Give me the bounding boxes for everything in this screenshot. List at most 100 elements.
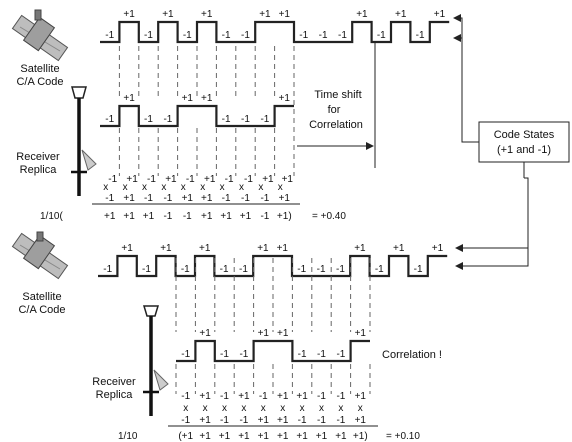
product-multiply: x bbox=[142, 182, 147, 193]
satellite-code-chip-label: +1 bbox=[279, 9, 291, 20]
product-replica-value: +1 bbox=[258, 415, 270, 426]
product-replica-value: +1 bbox=[199, 415, 211, 426]
top-sum-term: +1 bbox=[123, 211, 135, 222]
product-satellite-value: -1 bbox=[244, 174, 253, 185]
satellite-code-chip-label: +1 bbox=[356, 9, 368, 20]
bottom-sum-term: +1 bbox=[296, 431, 308, 442]
satellite-label: Satellite bbox=[22, 291, 61, 303]
satellite-code-chip-label: +1 bbox=[354, 243, 366, 254]
top-sum-term: -1 bbox=[260, 211, 269, 222]
replica-label: Replica bbox=[96, 389, 134, 401]
satellite-code-chip-label: +1 bbox=[395, 9, 407, 20]
top-sum-prefix: 1/10( bbox=[40, 211, 63, 222]
replica-code-chip-label: -1 bbox=[241, 114, 250, 125]
code-states-connectors bbox=[453, 14, 529, 270]
product-satellite-value: +1 bbox=[238, 391, 250, 402]
satellite-label: Satellite bbox=[20, 63, 59, 75]
product-multiply: x bbox=[181, 182, 186, 193]
product-replica-value: -1 bbox=[317, 415, 326, 426]
replica-code-chip-label: -1 bbox=[181, 349, 190, 360]
product-replica-value: -1 bbox=[105, 193, 114, 204]
satellite-code-chip-label: +1 bbox=[160, 243, 172, 254]
satellite-code-chip-label: +1 bbox=[434, 9, 446, 20]
satellite-code-chip-label: +1 bbox=[121, 243, 133, 254]
product-multiply: x bbox=[103, 182, 108, 193]
product-satellite-value: -1 bbox=[220, 391, 229, 402]
satellite-code-chip-label: -1 bbox=[222, 30, 231, 41]
receiver-label: Receiver bbox=[92, 376, 136, 388]
bottom-sum-term: +1 bbox=[316, 431, 328, 442]
product-multiply: x bbox=[203, 403, 208, 414]
correlation-found-label: Correlation ! bbox=[382, 349, 442, 361]
satellite-code-waveform bbox=[100, 20, 450, 44]
product-replica-value: -1 bbox=[298, 415, 307, 426]
satellite-icon bbox=[11, 231, 69, 280]
satellite-code-chip-label: -1 bbox=[183, 30, 192, 41]
satellite-code-chip-label: +1 bbox=[199, 243, 211, 254]
time-shift-label-for: for bbox=[328, 104, 341, 116]
product-multiply: x bbox=[261, 403, 266, 414]
receiver-antenna-icon bbox=[71, 86, 97, 196]
product-satellite-value: +1 bbox=[204, 174, 216, 185]
satellite-code-chip-label: -1 bbox=[144, 30, 153, 41]
satellite-code-chip-label: +1 bbox=[162, 9, 174, 20]
bottom-sum-term: +1) bbox=[353, 431, 368, 442]
product-replica-value: -1 bbox=[144, 193, 153, 204]
product-replica-value: -1 bbox=[260, 193, 269, 204]
replica-code-waveform bbox=[176, 339, 370, 363]
product-replica-value: +1 bbox=[201, 193, 213, 204]
satellite-code-chip-label: -1 bbox=[375, 264, 384, 275]
top-sum-term: +1 bbox=[240, 211, 252, 222]
replica-code-chip-label: +1 bbox=[182, 93, 194, 104]
product-satellite-value: +1 bbox=[282, 174, 294, 185]
product-satellite-value: -1 bbox=[317, 391, 326, 402]
receiver-antenna-icon bbox=[142, 305, 169, 416]
ca-code-label: C/A Code bbox=[16, 76, 63, 88]
replica-code-chip-label: -1 bbox=[260, 114, 269, 125]
product-satellite-value: +1 bbox=[262, 174, 274, 185]
bottom-sum-term: +1 bbox=[238, 431, 250, 442]
product-replica-value: +1 bbox=[279, 193, 291, 204]
product-replica-value: -1 bbox=[241, 193, 250, 204]
code-states-label: Code States bbox=[494, 129, 555, 141]
code-states-range: (+1 and -1) bbox=[497, 144, 551, 156]
replica-code-chip-label: +1 bbox=[258, 328, 270, 339]
product-replica-value: -1 bbox=[336, 415, 345, 426]
replica-code-chip-label: -1 bbox=[220, 349, 229, 360]
replica-code-chip-label: -1 bbox=[163, 114, 172, 125]
product-multiply: x bbox=[319, 403, 324, 414]
satellite-code-chip-label: -1 bbox=[142, 264, 151, 275]
product-multiply: x bbox=[258, 182, 263, 193]
satellite-code-chip-label: -1 bbox=[377, 30, 386, 41]
product-replica-value: -1 bbox=[222, 193, 231, 204]
product-satellite-value: +1 bbox=[199, 391, 211, 402]
satellite-icon bbox=[11, 9, 69, 62]
product-multiply: x bbox=[241, 403, 246, 414]
satellite-code-chip-label: -1 bbox=[181, 264, 190, 275]
product-satellite-value: +1 bbox=[165, 174, 177, 185]
satellite-code-chip-label: -1 bbox=[239, 264, 248, 275]
replica-code-waveform bbox=[100, 104, 294, 128]
satellite-code-chip-label: +1 bbox=[277, 243, 289, 254]
top-sum-term: -1 bbox=[163, 211, 172, 222]
receiver-label: Receiver bbox=[16, 151, 60, 163]
product-satellite-value: -1 bbox=[186, 174, 195, 185]
satellite-code-chip-label: +1 bbox=[123, 9, 135, 20]
satellite-code-chip-label: +1 bbox=[432, 243, 444, 254]
product-satellite-value: -1 bbox=[336, 391, 345, 402]
satellite-code-chip-label: -1 bbox=[416, 30, 425, 41]
top-sum-term: +1 bbox=[143, 211, 155, 222]
replica-code-chip-label: +1 bbox=[279, 93, 291, 104]
satellite-code-chip-label: -1 bbox=[414, 264, 423, 275]
product-satellite-value: +1 bbox=[126, 174, 138, 185]
product-satellite-value: -1 bbox=[259, 391, 268, 402]
bottom-sum-prefix: 1/10 bbox=[118, 431, 138, 442]
top-sum-term: -1 bbox=[183, 211, 192, 222]
waveform-layer: -1 +1 -1 +1 -1 +1 -1 -1 +1 +1 -1 -1 -1 +1 -1 +1 -1 +1 -1 +1… bbox=[40, 9, 450, 442]
code-states-box bbox=[478, 121, 570, 163]
product-replica-value: +1 bbox=[277, 415, 289, 426]
product-multiply: x bbox=[338, 403, 343, 414]
satellite-code-chip-label: -1 bbox=[336, 264, 345, 275]
product-satellite-value: +1 bbox=[296, 391, 308, 402]
